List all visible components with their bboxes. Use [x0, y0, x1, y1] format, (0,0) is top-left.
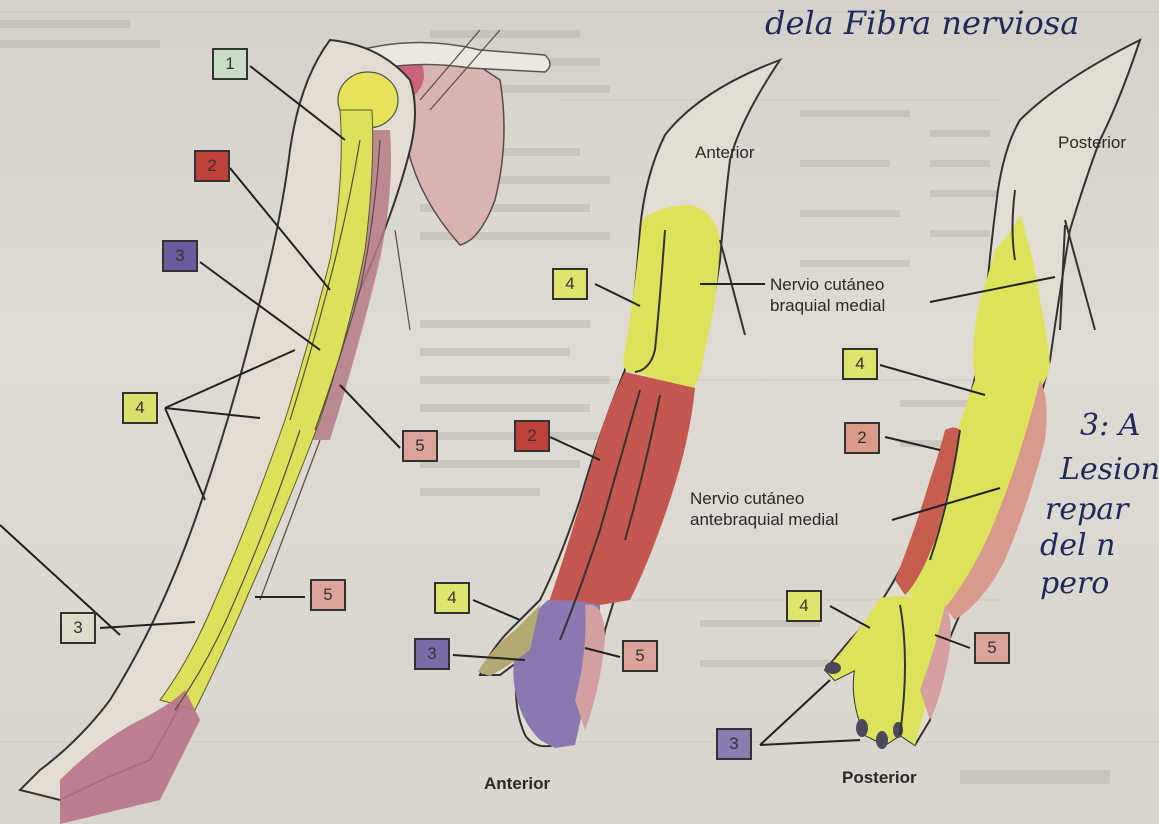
label-box-2: 2 — [194, 150, 230, 182]
label-box-4: 4 — [552, 268, 588, 300]
brachial-nerve-line2: braquial medial — [770, 295, 885, 316]
brachial-nerve-line1: Nervio cutáneo — [770, 274, 885, 295]
label-box-3: 3 — [414, 638, 450, 670]
handwritten-top-note: dela Fibra nerviosa — [765, 4, 1079, 42]
label-box-3: 3 — [162, 240, 198, 272]
antebrachial-nerve-label: Nervio cutáneo antebraquial medial — [690, 488, 838, 530]
label-box-3: 3 — [716, 728, 752, 760]
label-box-4: 4 — [786, 590, 822, 622]
posterior-view-label: Posterior — [1058, 132, 1126, 153]
label-box-2: 2 — [844, 422, 880, 454]
label-box-5: 5 — [402, 430, 438, 462]
handwritten-note-line4: del n — [1040, 528, 1115, 563]
antebrachial-nerve-line1: Nervio cutáneo — [690, 488, 838, 509]
label-box-3: 3 — [60, 612, 96, 644]
antebrachial-nerve-line2: antebraquial medial — [690, 509, 838, 530]
label-box-5: 5 — [310, 579, 346, 611]
handwritten-note-line2: Lesion — [1060, 452, 1159, 487]
label-box-4: 4 — [122, 392, 158, 424]
label-box-1: 1 — [212, 48, 248, 80]
anterior-view-label: Anterior — [695, 142, 755, 163]
posterior-caption: Posterior — [842, 768, 917, 788]
anterior-caption: Anterior — [484, 774, 550, 794]
handwritten-note-line5: pero — [1040, 566, 1109, 601]
label-box-5: 5 — [622, 640, 658, 672]
label-box-4: 4 — [842, 348, 878, 380]
anterior-brachial-zone — [623, 205, 720, 390]
label-box-5: 5 — [974, 632, 1010, 664]
brachial-nerve-label: Nervio cutáneo braquial medial — [770, 274, 885, 316]
handwritten-note-line3: repar — [1045, 492, 1129, 527]
handwritten-note-line1: 3: A — [1080, 408, 1140, 443]
label-box-4: 4 — [434, 582, 470, 614]
label-box-2: 2 — [514, 420, 550, 452]
